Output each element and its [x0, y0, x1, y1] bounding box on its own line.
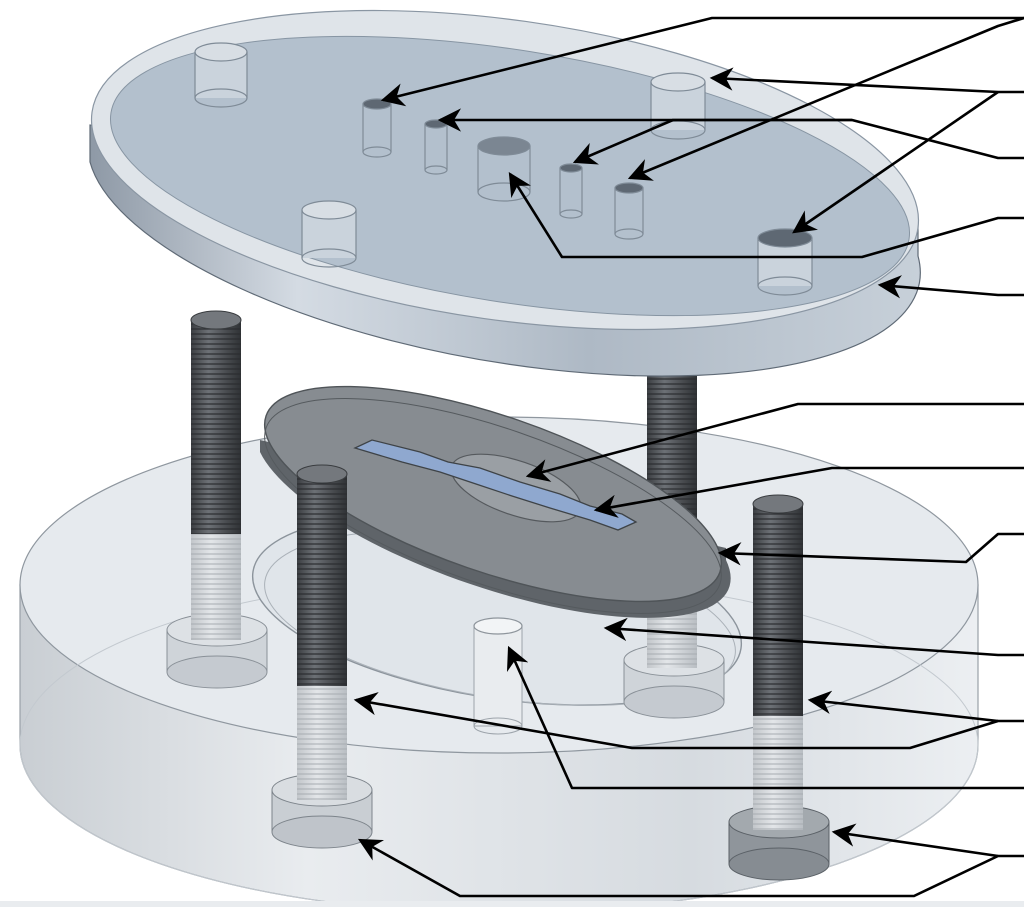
gasket-membrane: [260, 385, 731, 618]
bottom-border: [0, 901, 1024, 907]
leader-bolt-holes-b: [792, 90, 999, 234]
leader-small-ports-b: [572, 118, 852, 165]
bolt-hole-4: [757, 228, 813, 296]
gasket-channel: [353, 439, 638, 531]
leader-bottom-port: [506, 645, 1024, 790]
leader-channel: [593, 466, 1024, 518]
leader-threads-b: [807, 690, 999, 723]
port-hole-4: [614, 182, 644, 240]
port-hole-3: [559, 163, 583, 219]
bolt-front-right: [728, 494, 830, 881]
bottom-port: [473, 617, 523, 735]
port-hole-large: [477, 136, 531, 202]
leader-threads: [353, 692, 1024, 750]
bolt-hole-3: [301, 200, 357, 268]
bolt-hole-1: [194, 42, 248, 108]
leader-top-ports-b: [627, 16, 1024, 181]
leader-small-ports: [437, 108, 1024, 160]
leader-chamber: [525, 402, 1024, 482]
leader-recess: [603, 617, 1024, 657]
leader-bolt-heads: [357, 838, 1024, 898]
leader-large-port: [508, 172, 1024, 259]
bolt-back-left: [166, 310, 268, 689]
leader-top-ports: [380, 16, 1024, 107]
bolt-front-left: [271, 464, 373, 849]
leader-bolt-heads-b: [831, 823, 999, 858]
port-hole-1: [362, 98, 392, 158]
top-plate-holes: [194, 42, 813, 296]
leader-lines: [353, 16, 1024, 898]
leader-top-plate: [877, 275, 1024, 299]
leader-gasket: [717, 532, 1024, 566]
bolt-hole-2: [650, 72, 706, 140]
